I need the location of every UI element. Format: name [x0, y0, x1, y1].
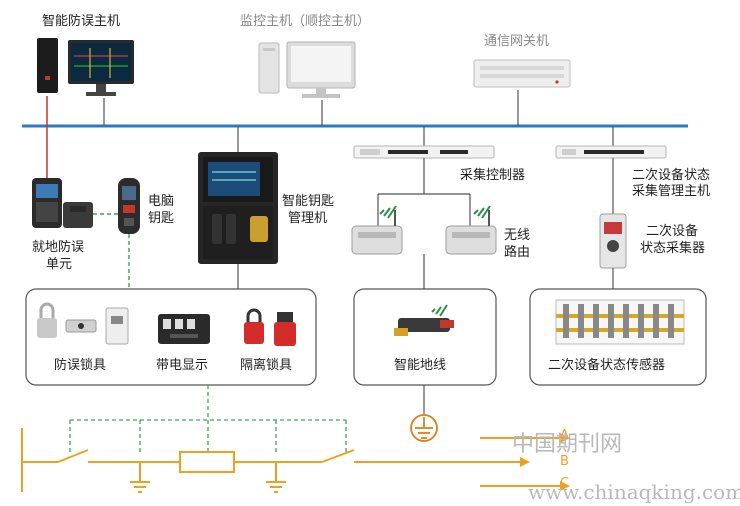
- wireless-router-1: [351, 205, 403, 255]
- cabinet-lock-icon: [105, 307, 129, 345]
- phase-a-label: A: [560, 428, 569, 443]
- collection-controller-label: 采集控制器: [460, 168, 526, 183]
- power-circuit: [21, 428, 560, 492]
- smart-ground-device-icon: [394, 304, 454, 336]
- collection-controller-device: [353, 145, 495, 159]
- secondary-collector-label-2: 状态采集器: [640, 241, 706, 256]
- key-manager-label-2: 管理机: [288, 211, 328, 226]
- power-ground-2-icon: [266, 481, 286, 493]
- wireless-router-2: [445, 205, 497, 255]
- locks-to-circuit-dashed-link: [69, 385, 347, 452]
- monitor-host-device: [258, 41, 356, 98]
- phase-arrows: [520, 433, 570, 491]
- comm-gateway-device: [473, 59, 571, 88]
- monitor-host-label: 监控主机（顺控主机）: [240, 14, 371, 29]
- earth-ground-icon: [410, 414, 438, 442]
- live-display-label: 带电显示: [156, 358, 209, 373]
- phase-b-label: B: [560, 454, 569, 469]
- smart-ground-label: 智能地线: [394, 358, 447, 373]
- local-unit-label-1: 就地防误: [32, 240, 85, 255]
- computer-key-device: [118, 178, 140, 234]
- local-unit-label-2: 单元: [46, 257, 73, 272]
- wireless-router-label-1: 无线: [504, 228, 531, 243]
- local-unit-device: [32, 178, 93, 228]
- wireless-router-label-2: 路由: [504, 245, 531, 260]
- computer-key-label-2: 钥匙: [148, 211, 175, 226]
- phase-c-label: C: [560, 476, 570, 491]
- power-ground-1-icon: [130, 481, 150, 493]
- secondary-state-host-device: [555, 145, 667, 159]
- secondary-state-host-label-2: 采集管理主机: [632, 184, 711, 199]
- isolation-lock-label: 隔离锁具: [240, 358, 293, 373]
- watermark-cn: 中国期刊网: [512, 432, 623, 457]
- secondary-collector-label-1: 二次设备: [646, 224, 699, 239]
- anti-misop-host-device: [37, 38, 134, 96]
- group-box-grounding: [353, 288, 497, 386]
- secondary-sensor-label: 二次设备状态传感器: [548, 358, 666, 373]
- mortise-lock-icon: [65, 319, 97, 333]
- isolation-padlock-icon: [244, 308, 264, 344]
- anti-misop-lock-label: 防误锁具: [54, 358, 107, 373]
- anti-misop-host-label: 智能防误主机: [42, 14, 121, 29]
- key-manager-device: [198, 152, 278, 264]
- secondary-state-host-label-1: 二次设备状态: [632, 168, 711, 183]
- live-display-icon: [158, 314, 210, 344]
- secondary-collector-device: [599, 213, 627, 269]
- key-manager-label-1: 智能钥匙: [282, 194, 335, 209]
- computer-key-label-1: 电脑: [148, 194, 175, 209]
- sensor-array-icon: [555, 299, 685, 345]
- isolation-hasp-icon: [274, 312, 296, 346]
- watermark-url: www.chinaqking.com: [528, 480, 740, 504]
- comm-gateway-label: 通信网关机: [484, 34, 550, 49]
- padlock-icon: [37, 302, 57, 338]
